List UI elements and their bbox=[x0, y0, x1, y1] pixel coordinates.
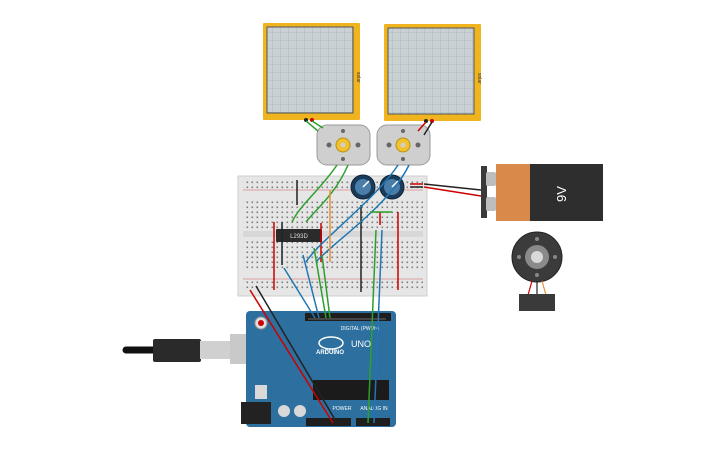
battery-wires bbox=[423, 183, 482, 197]
svg-text:solar: solar bbox=[355, 72, 361, 83]
chip-label: L293D bbox=[290, 234, 308, 240]
arduino-model: UNO bbox=[351, 339, 371, 349]
arduino-brand: ARDUINO bbox=[316, 350, 344, 356]
dc-motor-right[interactable] bbox=[376, 124, 431, 166]
battery-9v[interactable]: 9V bbox=[481, 164, 603, 221]
svg-text:solar: solar bbox=[476, 73, 482, 84]
usb-cable[interactable] bbox=[122, 339, 230, 362]
solar-panel-left[interactable]: solar bbox=[263, 23, 361, 122]
l293d-chip[interactable]: L293D bbox=[276, 229, 322, 242]
arduino-uno[interactable]: DIGITAL (PWM~) ARDUINO UNO POWER ANALOG … bbox=[230, 311, 396, 427]
battery-label: 9V bbox=[554, 186, 569, 202]
potentiometer-left[interactable] bbox=[350, 174, 376, 200]
panel-motor-wires bbox=[305, 120, 433, 136]
arduino-header-power: POWER bbox=[333, 406, 352, 412]
breadboard[interactable] bbox=[237, 175, 428, 297]
arduino-breadboard-wires bbox=[249, 229, 383, 424]
breadboard-jumpers bbox=[273, 180, 423, 292]
arduino-header-digital: DIGITAL (PWM~) bbox=[341, 326, 380, 332]
positional-servo[interactable] bbox=[511, 231, 563, 311]
dc-motor-left[interactable] bbox=[316, 124, 371, 166]
solar-panel-right[interactable]: solar bbox=[384, 24, 482, 123]
